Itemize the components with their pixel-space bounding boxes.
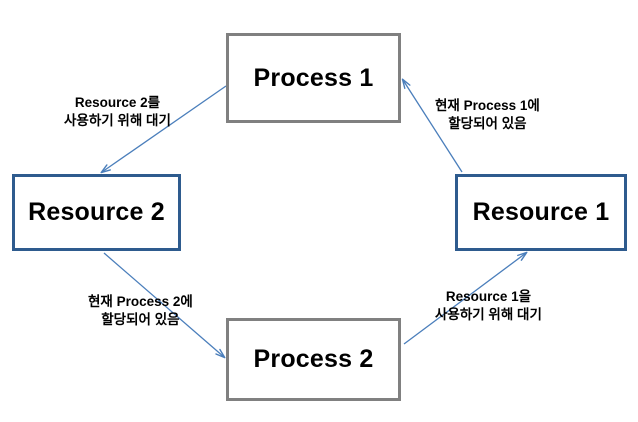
edge-label-resource2-to-process2: 현재 Process 2에 할당되어 있음	[88, 293, 193, 329]
node-process-2-label: Process 2	[253, 345, 374, 373]
edge-label-line-2: 사용하기 위해 대기	[64, 113, 171, 129]
node-process-1[interactable]: Process 1	[226, 33, 401, 123]
node-resource-1-label: Resource 1	[472, 198, 610, 226]
edge-label-line-1: 현재 Process 1에	[435, 98, 540, 113]
edge-label-line-1: 현재 Process 2에	[88, 294, 193, 309]
node-resource-1[interactable]: Resource 1	[455, 174, 627, 251]
edge-label-process2-to-resource1: Resource 1을 사용하기 위해 대기	[435, 288, 542, 324]
edge-label-resource1-to-process1: 현재 Process 1에 할당되어 있음	[435, 97, 540, 133]
node-process-1-label: Process 1	[253, 63, 374, 92]
node-resource-2-label: Resource 2	[28, 198, 165, 226]
edge-label-line-2: 사용하기 위해 대기	[435, 307, 542, 323]
edge-label-line-2: 할당되어 있음	[448, 116, 527, 132]
edge-label-process1-to-resource2: Resource 2를 사용하기 위해 대기	[64, 94, 171, 130]
node-process-2[interactable]: Process 2	[226, 318, 401, 401]
edge-label-line-1: Resource 1을	[445, 289, 532, 304]
edge-label-line-2: 할당되어 있음	[101, 312, 180, 328]
node-resource-2[interactable]: Resource 2	[12, 174, 181, 251]
edge-label-line-1: Resource 2를	[74, 95, 161, 110]
